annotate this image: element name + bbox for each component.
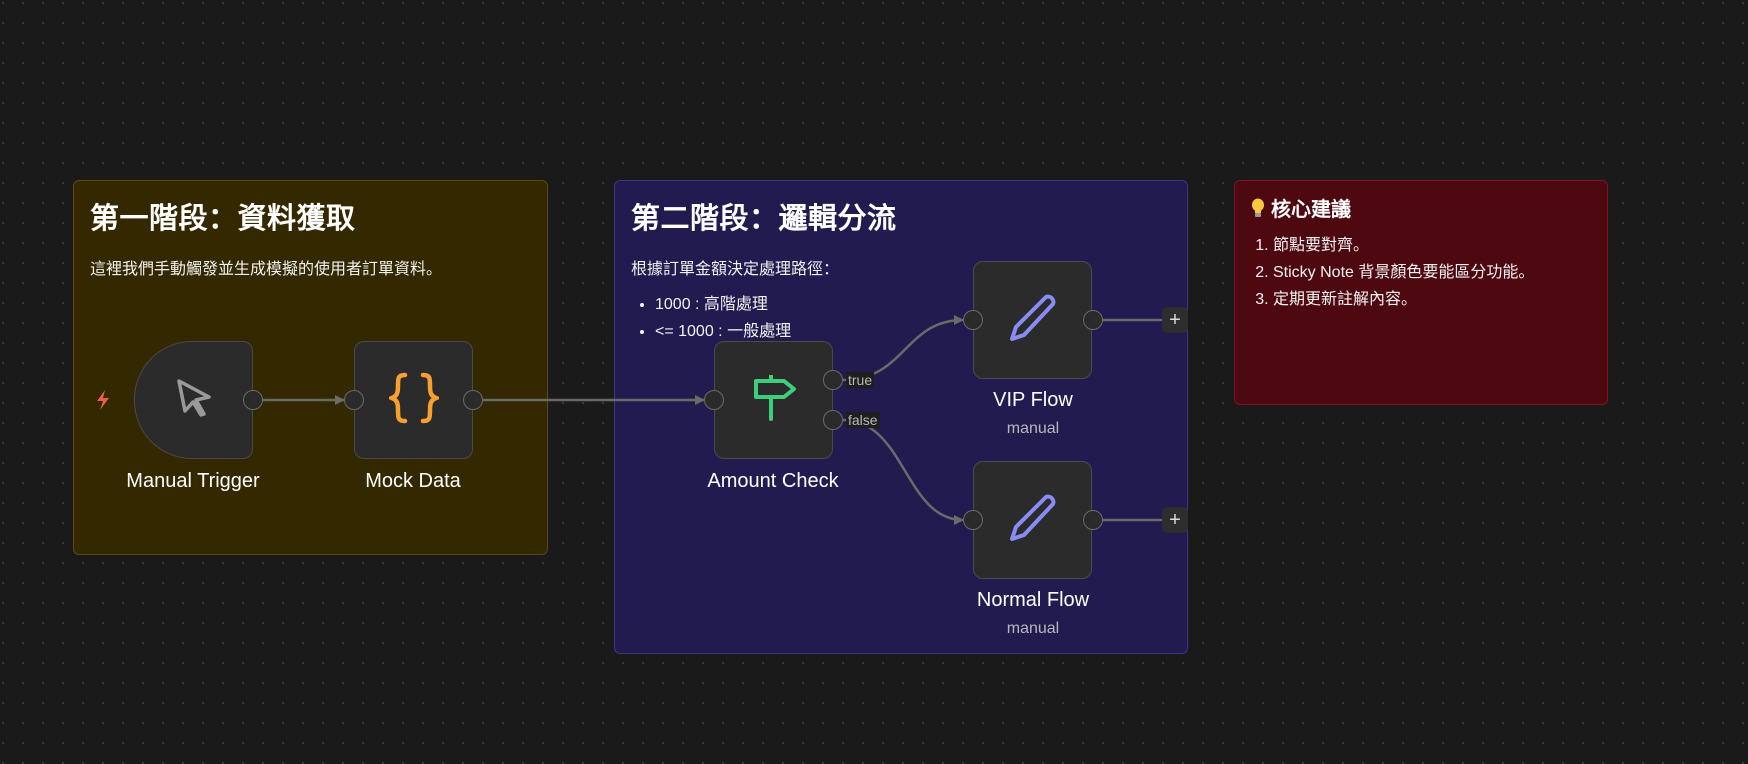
lightbulb-icon: [1251, 198, 1265, 218]
signpost-icon: [750, 372, 798, 426]
sticky-note-phase2[interactable]: 第二階段：邏輯分流 根據訂單金額決定處理路徑： 1000 : 高階處理 <= 1…: [614, 180, 1188, 654]
node-label: VIP Flow: [993, 389, 1073, 411]
input-handle[interactable]: [704, 390, 724, 410]
node-label: Manual Trigger: [126, 470, 260, 492]
pencil-icon: [1008, 293, 1058, 348]
sticky-body: 根據訂單金額決定處理路徑：: [631, 261, 840, 278]
list-item: Sticky Note 背景顏色要能區分功能。: [1273, 259, 1591, 286]
pencil-icon: [1008, 493, 1058, 548]
node-vip-flow[interactable]: [973, 261, 1092, 379]
sticky-title: 核心建議: [1251, 193, 1591, 222]
list-item: 1000 : 高階處理: [655, 291, 1171, 318]
node-label: Normal Flow: [976, 589, 1090, 611]
node-label: Amount Check: [707, 470, 839, 492]
input-handle[interactable]: [344, 390, 364, 410]
list-item: 定期更新註解內容。: [1273, 286, 1591, 313]
output-handle-true[interactable]: [823, 370, 843, 390]
branch-label-true: true: [846, 372, 875, 388]
input-handle[interactable]: [963, 310, 983, 330]
list-item: 節點要對齊。: [1273, 232, 1591, 259]
sticky-title-text: 核心建議: [1271, 199, 1351, 221]
output-handle-false[interactable]: [823, 410, 843, 430]
add-node-button[interactable]: +: [1162, 507, 1188, 533]
node-mock-data[interactable]: [354, 341, 473, 459]
add-node-button[interactable]: +: [1162, 307, 1188, 333]
output-handle[interactable]: [1083, 310, 1103, 330]
node-amount-check[interactable]: [714, 341, 833, 459]
cursor-icon: [171, 375, 217, 426]
sticky-numbered-list: 節點要對齊。 Sticky Note 背景顏色要能區分功能。 定期更新註解內容。: [1251, 232, 1591, 313]
sticky-title: 第二階段：邏輯分流: [631, 203, 897, 235]
sticky-bullet-list: 1000 : 高階處理 <= 1000 : 一般處理: [631, 291, 1171, 345]
output-handle[interactable]: [243, 390, 263, 410]
node-subtitle: manual: [1006, 620, 1060, 637]
input-handle[interactable]: [963, 510, 983, 530]
lightning-bolt-icon: [95, 390, 111, 415]
branch-label-false: false: [846, 412, 880, 428]
output-handle[interactable]: [463, 390, 483, 410]
node-label: Mock Data: [365, 470, 461, 492]
sticky-body: 這裡我們手動觸發並生成模擬的使用者訂單資料。: [90, 261, 443, 278]
list-item: <= 1000 : 一般處理: [655, 318, 1171, 345]
node-subtitle: manual: [1006, 420, 1060, 437]
sticky-title: 第一階段：資料獲取: [90, 203, 356, 235]
output-handle[interactable]: [1083, 510, 1103, 530]
braces-icon: [385, 372, 442, 429]
node-manual-trigger[interactable]: [134, 341, 253, 459]
node-normal-flow[interactable]: [973, 461, 1092, 579]
sticky-note-tips[interactable]: 核心建議 節點要對齊。 Sticky Note 背景顏色要能區分功能。 定期更新…: [1234, 180, 1608, 405]
